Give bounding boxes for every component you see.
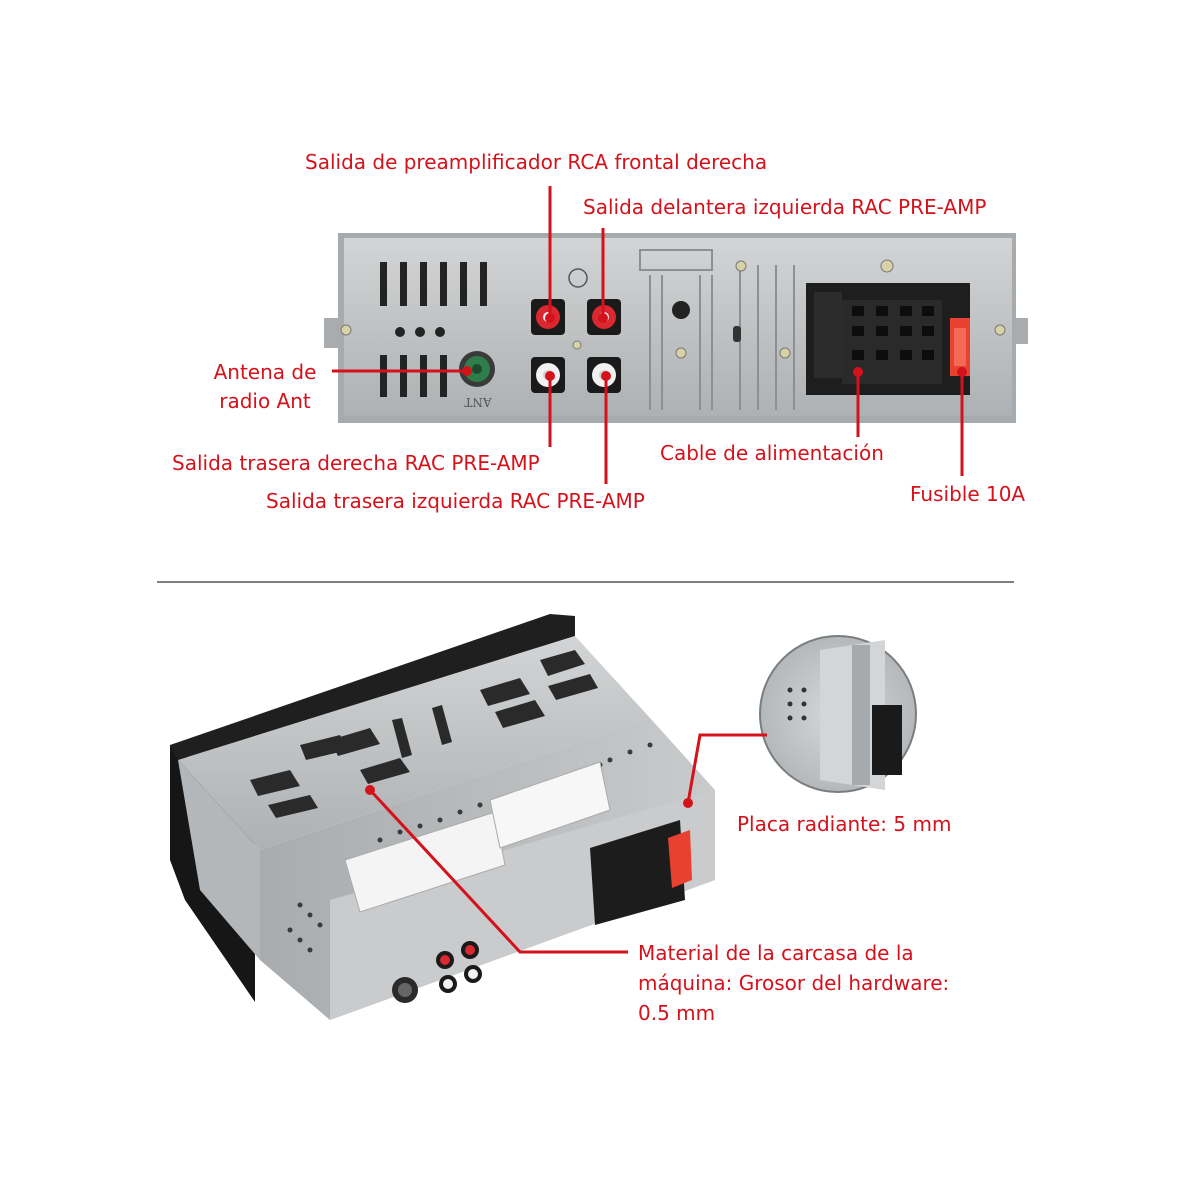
vent-holes — [395, 327, 445, 337]
screw — [572, 340, 582, 350]
ant-print: ANT — [464, 395, 492, 409]
label-housing-line2: máquina: Grosor del hardware: — [638, 971, 950, 995]
spec-sticker — [489, 761, 611, 849]
top-callout-lines — [332, 186, 964, 484]
chassis-3d — [170, 614, 715, 1020]
label-antenna: Antena de radio Ant — [205, 358, 325, 416]
screw — [779, 347, 791, 359]
screw — [340, 324, 352, 336]
wiring-sticker — [344, 811, 506, 913]
screw — [675, 347, 687, 359]
label-housing-line1: Material de la carcasa de la — [638, 941, 914, 965]
top-vents — [250, 650, 598, 818]
certification-mark — [568, 268, 588, 288]
mount-hole — [672, 301, 690, 319]
label-fuse: Fusible 10A — [910, 482, 1026, 506]
bottom-callout-lines — [368, 733, 767, 954]
rear-panel: ANT — [324, 233, 1028, 423]
label-front-left-rca: Salida delantera izquierda RAC PRE-AMP — [583, 195, 987, 219]
screw — [994, 324, 1006, 336]
label-antenna-line2: radio Ant — [219, 389, 311, 413]
antenna-socket — [459, 351, 495, 387]
label-antenna-line1: Antena de — [213, 360, 317, 384]
slot — [733, 326, 741, 342]
right-mount-tab — [1014, 318, 1028, 344]
left-mount-tab — [324, 318, 340, 348]
top-plate — [178, 636, 650, 850]
zoom-detail — [759, 635, 917, 793]
label-power-cable: Cable de alimentación — [660, 441, 884, 465]
label-housing-material: Material de la carcasa de la máquina: Gr… — [638, 938, 949, 1028]
label-rear-left-rca: Salida trasera izquierda RAC PRE-AMP — [266, 489, 645, 513]
screw — [880, 259, 894, 273]
label-front-right-rca: Salida de preamplificador RCA frontal de… — [305, 150, 768, 174]
bracket-ribs — [639, 249, 795, 410]
top-callout-dots — [462, 313, 967, 381]
label-housing-line3: 0.5 mm — [638, 1001, 716, 1025]
label-rear-right-rca: Salida trasera derecha RAC PRE-AMP — [172, 451, 540, 475]
bottom-callout-dots — [365, 785, 693, 808]
screw — [735, 260, 747, 272]
vent-slots-bottom — [380, 355, 447, 397]
vent-slots-top — [380, 262, 487, 306]
front-lid — [170, 614, 575, 760]
label-radiator-plate: Placa radiante: 5 mm — [737, 812, 952, 836]
rear-connectors-3d — [392, 820, 692, 1003]
power-connector — [806, 283, 970, 395]
